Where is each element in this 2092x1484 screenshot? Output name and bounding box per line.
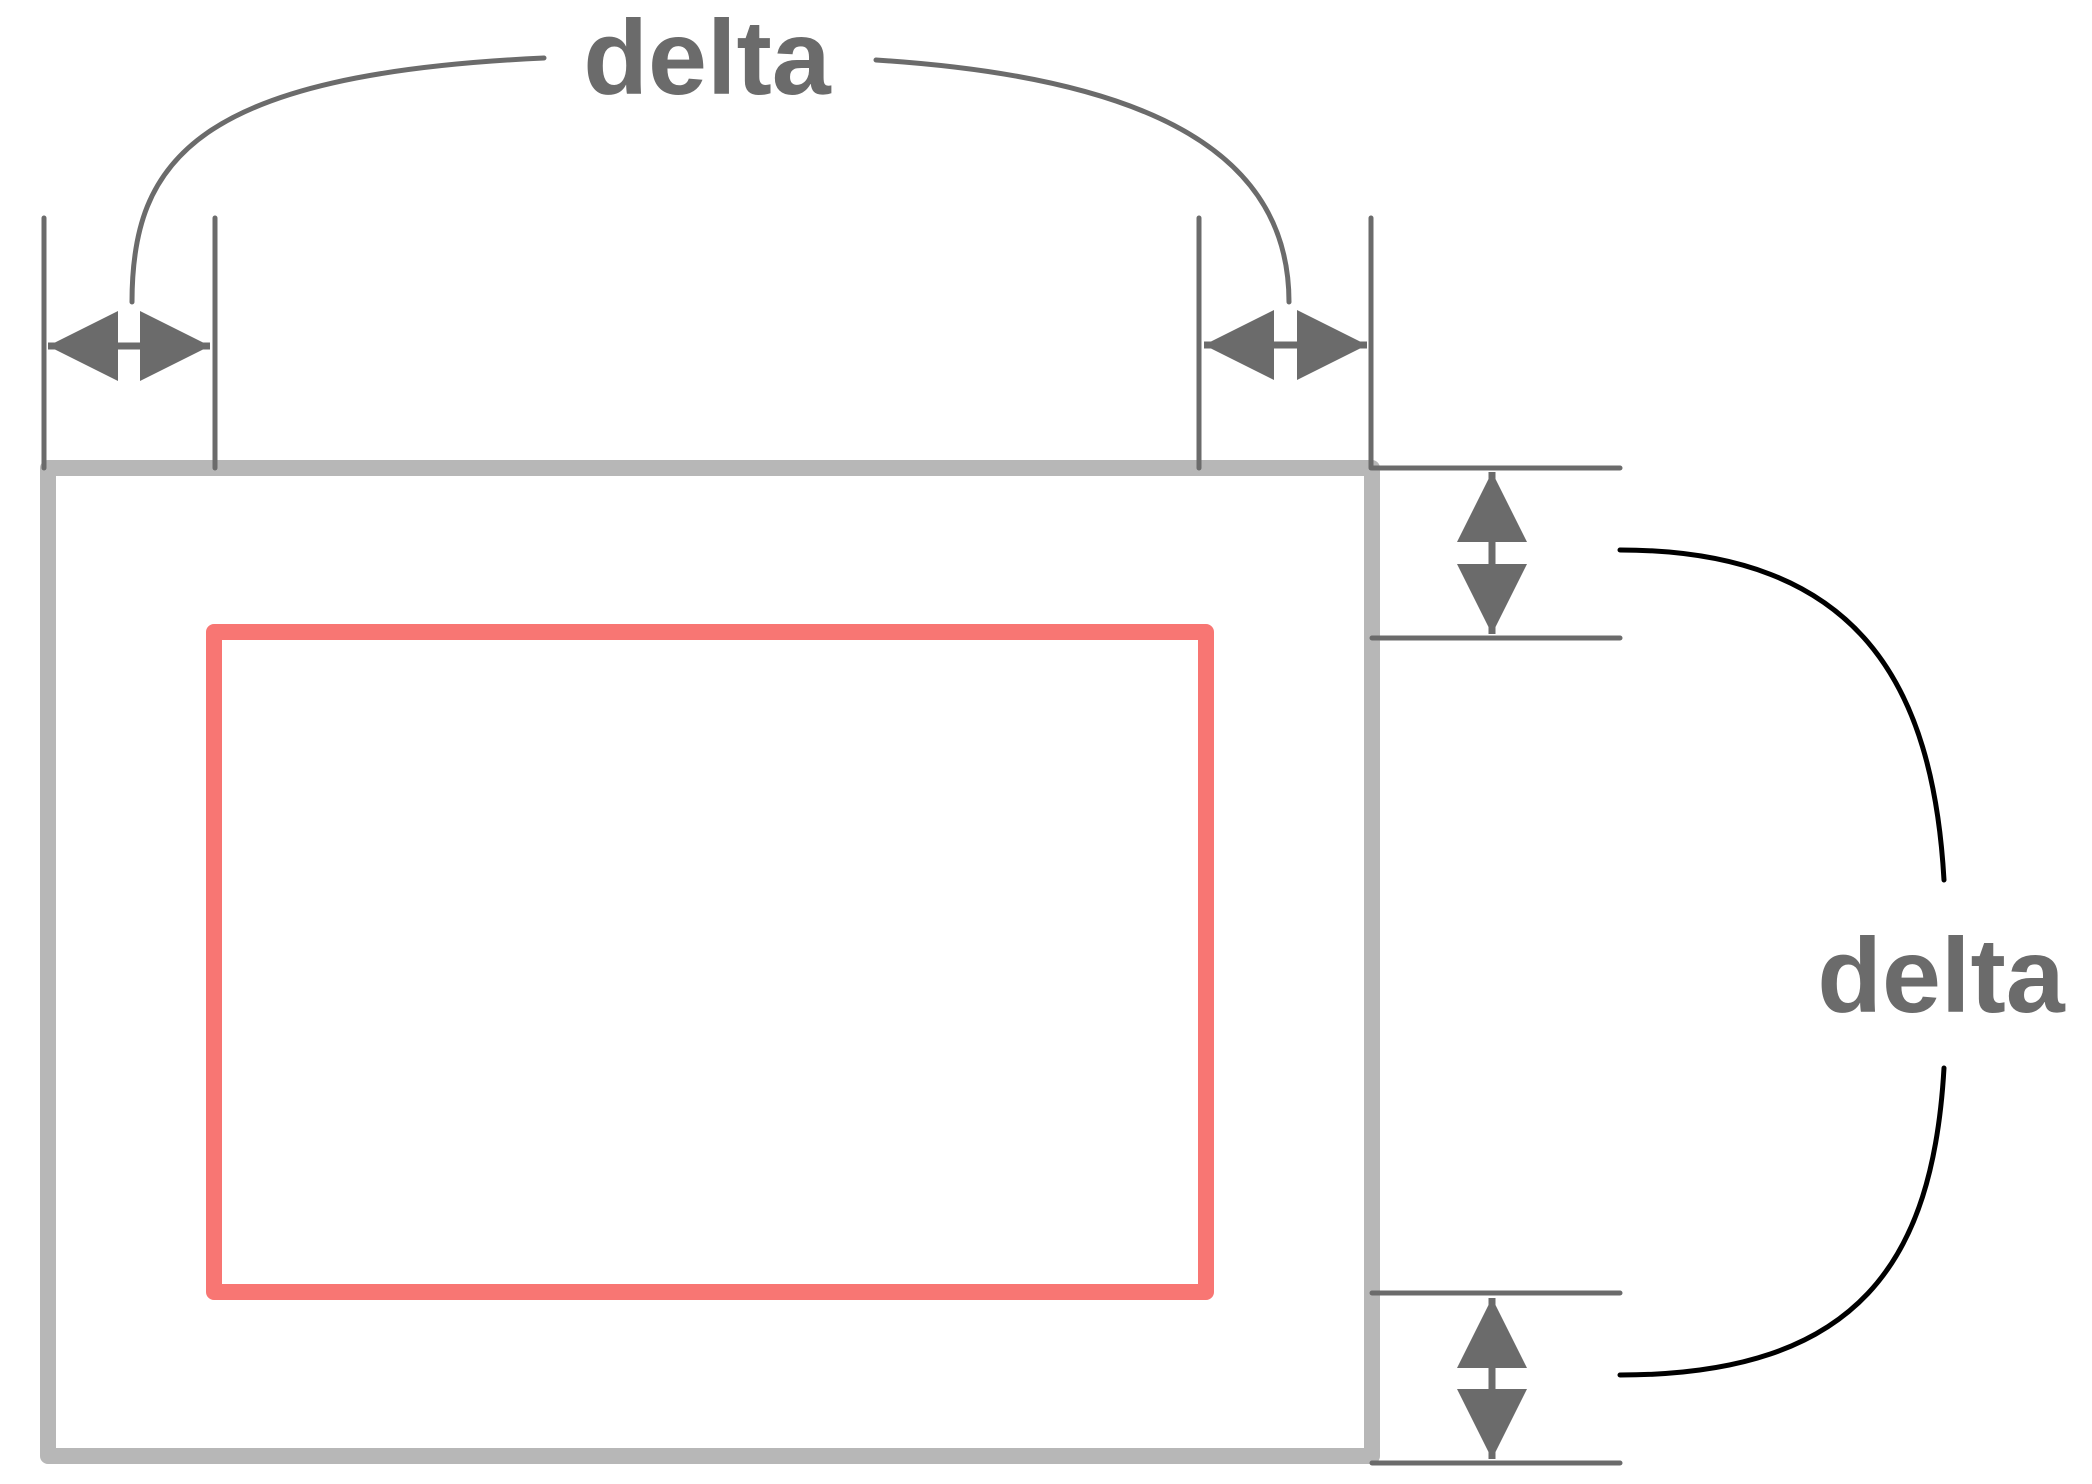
top-brace-right-curve <box>873 57 1292 305</box>
left-horizontal-dimension <box>41 215 218 471</box>
right-brace <box>1617 547 1947 1378</box>
outer-rectangle <box>40 460 1380 1464</box>
top-brace-left-curve <box>129 55 547 305</box>
right-brace-upper-curve <box>1617 547 1947 883</box>
right-horizontal-dimension <box>1196 215 1374 471</box>
upper-vertical-dimension <box>1369 465 1623 641</box>
right-brace-lower-curve <box>1617 1065 1947 1378</box>
top-delta-label: delta <box>583 0 831 117</box>
lower-vertical-dimension <box>1369 1290 1623 1466</box>
right-delta-label: delta <box>1817 917 2065 1035</box>
inner-rectangle <box>206 624 1214 1300</box>
top-brace <box>129 55 1292 305</box>
